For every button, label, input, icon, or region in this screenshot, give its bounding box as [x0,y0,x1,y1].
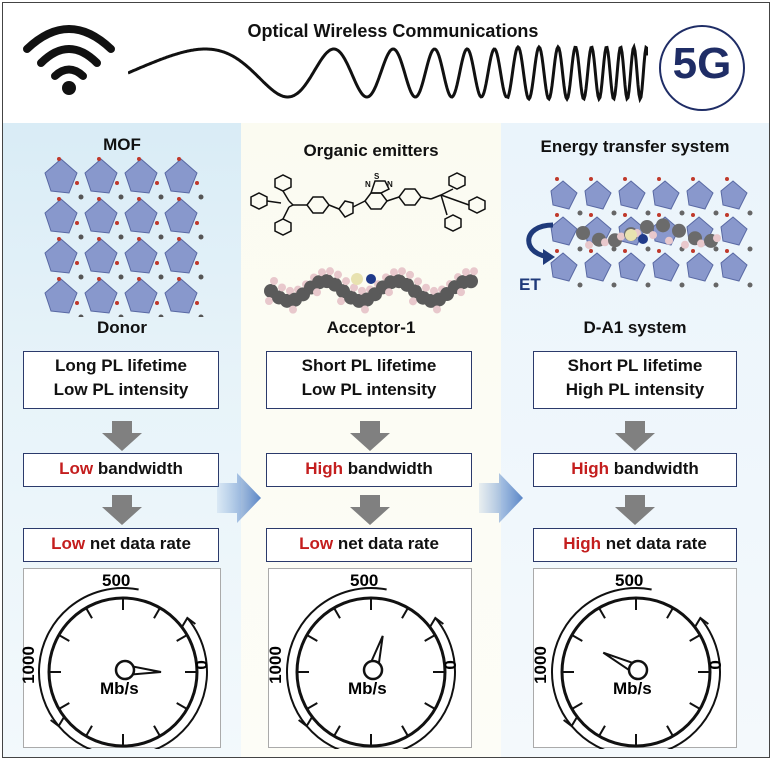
molecule-3d-model [264,267,478,314]
gauge-label-1000: 1000 [265,646,285,684]
wifi-icon [23,25,115,95]
transition-arrow-icon [479,473,523,523]
column-heading: MOF [103,135,141,154]
gauge-label-0: 0 [705,660,725,670]
column-role: D-A1 system [583,318,687,337]
page-title: Optical Wireless Communications [247,21,539,41]
et-label: ET [519,275,541,294]
down-arrow-icon [350,421,390,451]
gauge-label-1000: 1000 [18,646,38,684]
molecule-structure: S N N [250,172,486,236]
pl-properties-box: Short PL lifetime High PL intensity [533,351,737,409]
column-heading: Energy transfer system [540,137,730,156]
down-arrow-icon [350,495,390,525]
bandwidth-box: Low bandwidth [23,453,219,487]
speed-gauge: 500 0 1000 Mb/s [265,568,472,749]
speed-gauge: 500 0 1000 Mb/s [19,568,221,749]
gauge-label-500: 500 [350,571,379,590]
data-rate-box: High net data rate [533,528,737,562]
wave-signal [128,43,648,103]
column-role: Donor [96,318,148,337]
gauge-label-0: 0 [191,660,211,670]
energy-transfer-structure-image: ET [519,177,753,294]
down-arrow-icon [615,495,655,525]
gauge-unit: Mb/s [613,679,652,698]
bandwidth-box: High bandwidth [266,453,472,487]
5g-badge: 5G [659,25,745,111]
gauge-unit: Mb/s [100,679,139,698]
down-arrow-icon [615,421,655,451]
gauge-label-1000: 1000 [530,646,550,684]
svg-text:N: N [387,180,393,189]
column-mof: MOF Donor Long PL lifetime Low PL intens… [3,123,241,757]
mof-structure-image [44,157,204,317]
column-energy-transfer: Energy transfer system ET D-A1 system Sh… [501,123,769,757]
svg-text:S: S [374,172,380,181]
column-heading: Organic emitters [303,141,439,160]
data-rate-box: Low net data rate [266,528,472,562]
gauge-label-0: 0 [440,660,460,670]
column-organic-emitters: Organic emitters [241,123,501,757]
down-arrow-icon [102,421,142,451]
svg-text:N: N [365,180,371,189]
bandwidth-box: High bandwidth [533,453,737,487]
top-banner: Optical Wireless Communications 5G [3,3,769,123]
gauge-label-500: 500 [615,571,644,590]
pl-properties-box: Short PL lifetime Low PL intensity [266,351,472,409]
gauge-unit: Mb/s [348,679,387,698]
column-role: Acceptor-1 [326,318,416,337]
data-rate-box: Low net data rate [23,528,219,562]
pl-properties-box: Long PL lifetime Low PL intensity [23,351,219,409]
down-arrow-icon [102,495,142,525]
transition-arrow-icon [217,473,261,523]
speed-gauge: 500 0 1000 Mb/s [530,568,737,749]
gauge-label-500: 500 [102,571,131,590]
